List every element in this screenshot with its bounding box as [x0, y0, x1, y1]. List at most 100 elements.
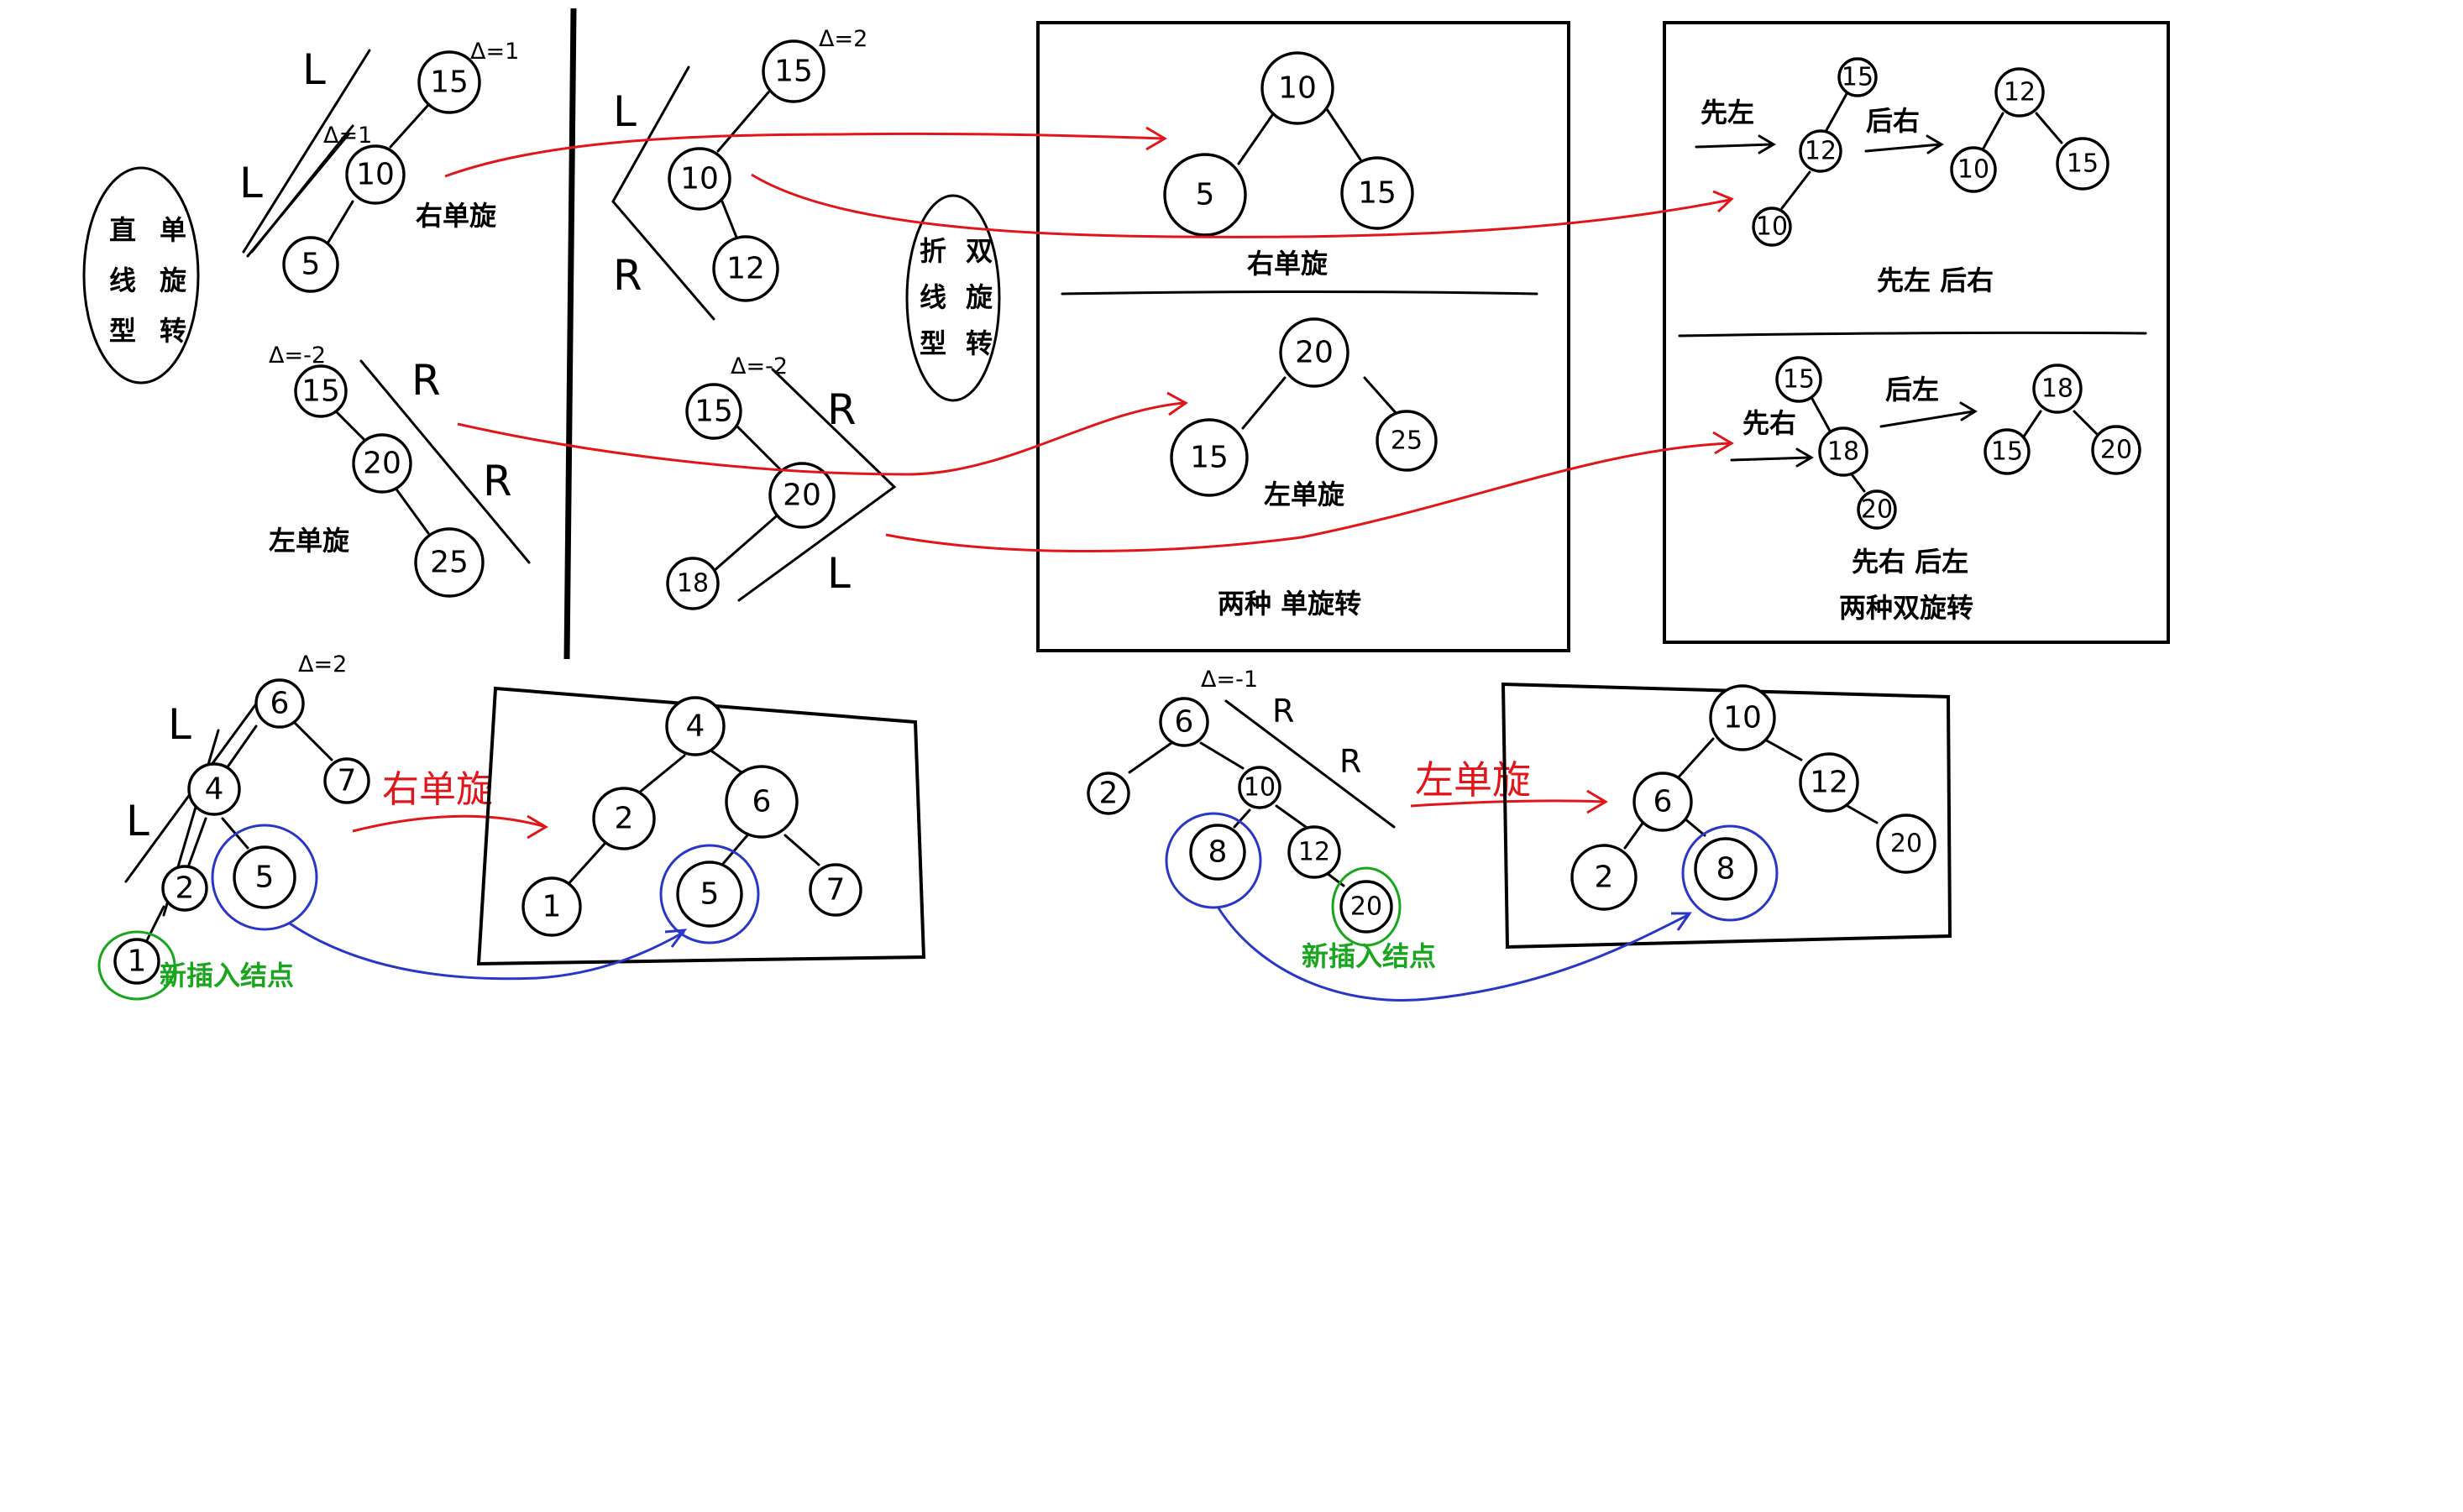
letter-l: L [168, 700, 191, 749]
single-rotation-frame [1036, 21, 1570, 652]
tree-node [1163, 153, 1247, 237]
node-label: 20 [2100, 436, 2132, 465]
new-node-label: 新插入结点 [1302, 940, 1436, 972]
node-label: 15 [1842, 63, 1873, 92]
node-label: 5 [255, 861, 275, 895]
tree-node [352, 433, 412, 494]
delta-label: Δ=2 [298, 651, 347, 678]
letter-l: L [613, 87, 637, 136]
letter-r: R [1339, 743, 1361, 780]
node-label: 10 [1244, 773, 1276, 803]
left-rotation-label: 左单旋 [1264, 479, 1344, 510]
result-frame [476, 686, 926, 966]
node-label: 10 [680, 162, 719, 196]
node-label: 5 [1196, 178, 1215, 212]
two-single-rotations-caption: 两种 单旋转 [1218, 588, 1361, 620]
tree-node [768, 462, 836, 529]
tree-node [2032, 364, 2083, 414]
node-label: 5 [301, 248, 321, 282]
tree-node [1159, 697, 1209, 747]
node-label: 2 [1099, 777, 1119, 811]
node-label: 6 [1653, 785, 1673, 819]
node-label: 20 [1295, 336, 1334, 370]
node-label: 15 [1190, 441, 1229, 475]
tree-node [2091, 425, 2141, 475]
tree-node [665, 696, 726, 756]
node-label: 20 [1861, 495, 1893, 525]
tree-node [666, 557, 720, 610]
letter-l: L [302, 45, 326, 94]
node-label: 6 [1175, 705, 1194, 740]
tree-node [1775, 356, 1822, 403]
highlight-ring [1165, 812, 1262, 909]
two-double-rotations-caption: 两种双旋转 [1839, 592, 1973, 624]
tree-node [1950, 146, 1997, 193]
tree-node [187, 762, 241, 816]
node-label: 7 [338, 764, 357, 798]
tree-node [809, 863, 862, 917]
tree-node [1994, 67, 2045, 118]
ellipse-char: 折 [920, 235, 946, 267]
zigzag-double-rotation-group: L R 15 Δ=2 10 12 Δ=-2 R L 15 20 18 折 线 型… [611, 26, 1001, 610]
node-label: 25 [430, 546, 469, 580]
node-label: 10 [1957, 155, 1989, 185]
ellipse-char: 线 [109, 264, 136, 296]
tree-node [762, 39, 825, 103]
tree-node [1837, 57, 1878, 97]
node-label: 5 [700, 877, 720, 912]
first-right-label: 先右 [1742, 407, 1796, 439]
node-label: 8 [1208, 835, 1228, 870]
node-label: 10 [356, 158, 395, 192]
tree-node [685, 383, 742, 440]
single-rotation-box: 10 5 15 右单旋 20 15 25 左单旋 两种 单旋转 [1036, 21, 1570, 652]
node-label: 20 [783, 479, 821, 513]
node-label: 12 [2004, 78, 2036, 107]
node-label: 8 [1716, 852, 1736, 887]
then-left-label: 后左 [1885, 374, 1939, 405]
tree-node [294, 364, 348, 418]
node-label: 15 [2067, 149, 2099, 179]
node-label: 15 [430, 65, 469, 100]
left-then-right-caption: 先左 后右 [1877, 264, 1994, 296]
tree-node [113, 938, 160, 985]
right-rotation-label: 右单旋 [416, 200, 496, 232]
letter-r: R [1272, 693, 1294, 730]
tree-node [161, 865, 208, 912]
node-label: 10 [1756, 212, 1788, 242]
tree-node [1340, 156, 1414, 230]
node-label: 6 [270, 687, 290, 721]
left-rotation-label: 左单旋 [269, 525, 349, 557]
node-label: 25 [1391, 426, 1423, 456]
node-label: 12 [726, 252, 765, 286]
tree-node [414, 527, 485, 598]
node-label: 10 [1723, 701, 1762, 735]
tree-node [2056, 137, 2109, 191]
delta-label: Δ=-1 [1201, 667, 1258, 693]
tree-node [1694, 837, 1758, 901]
node-label: 15 [301, 374, 340, 409]
tree-node [668, 147, 731, 211]
node-label: 10 [1278, 71, 1317, 106]
letter-r: R [483, 457, 512, 505]
node-label: 20 [1350, 892, 1382, 922]
then-right-label: 后右 [1866, 105, 1920, 137]
node-label: 2 [1595, 861, 1614, 895]
node-label: 20 [363, 447, 401, 481]
tree-node [1799, 129, 1842, 173]
right-rotation-label: 右单旋 [1247, 248, 1328, 280]
node-label: 12 [1810, 766, 1848, 800]
tree-node [417, 50, 481, 114]
node-label: 7 [826, 873, 846, 908]
tree-node [1818, 426, 1868, 477]
tree-node [233, 845, 296, 909]
tree-node [1287, 825, 1341, 879]
node-label: 18 [1827, 437, 1859, 467]
ellipse-char: 型 [920, 327, 946, 359]
letter-r: R [411, 356, 441, 405]
node-label: 15 [1358, 176, 1397, 211]
tree-node [1709, 684, 1776, 751]
tree-node [592, 787, 656, 850]
node-label: 20 [1890, 829, 1922, 859]
tree-node [1799, 752, 1859, 813]
